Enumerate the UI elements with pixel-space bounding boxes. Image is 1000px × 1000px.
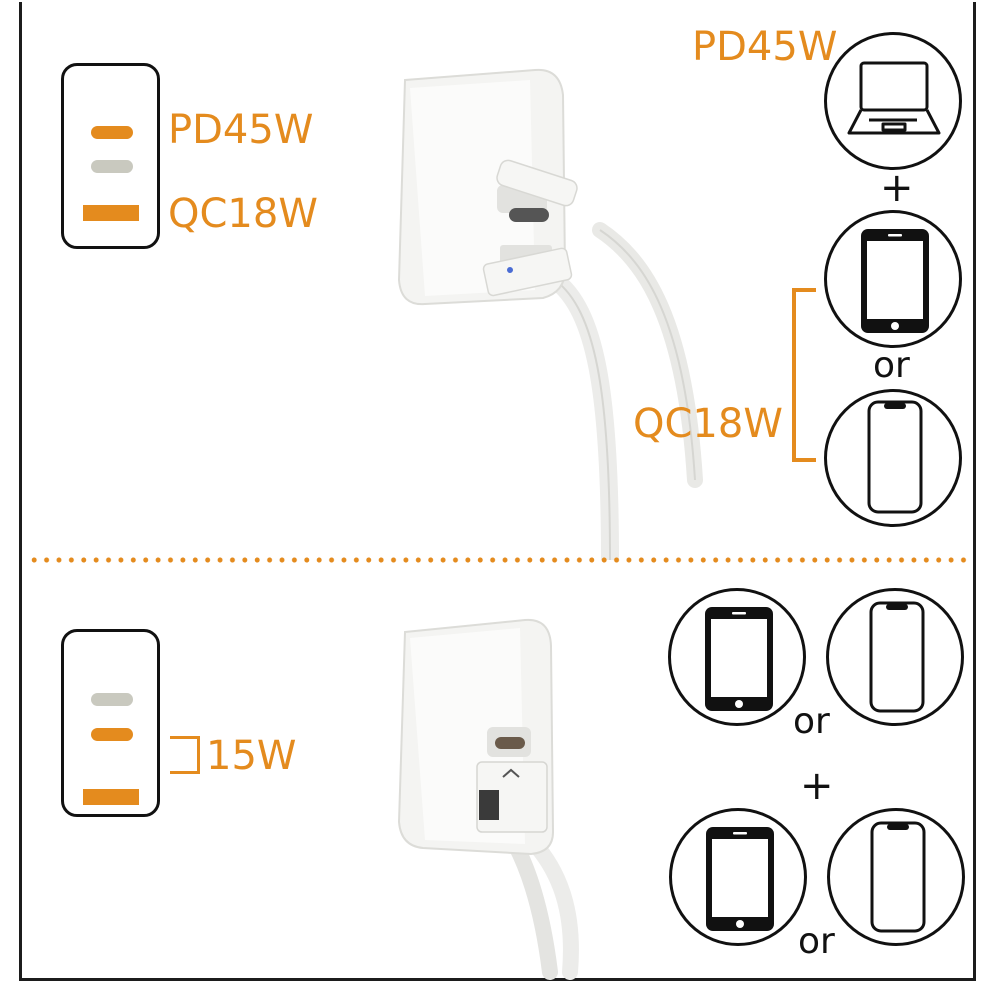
charger-photo-top: [397, 68, 703, 560]
usba-port-active: [83, 205, 139, 221]
shared-bracket: [170, 736, 200, 774]
port-status-panel-top: [61, 63, 160, 249]
tablet-icon: [706, 827, 774, 931]
plus-connector: +: [880, 165, 914, 211]
usbc-port-1-active: [91, 126, 133, 139]
port1-rating-label: PD45W: [168, 107, 314, 153]
smartphone-icon: [869, 601, 925, 713]
tablet-icon: [861, 229, 929, 333]
port3-rating-label: QC18W: [168, 191, 318, 237]
usbc-port-2-active: [91, 728, 133, 741]
laptop-icon: [847, 61, 941, 135]
laptop-circle: [824, 32, 962, 170]
smartphone-circle-1: [826, 588, 964, 726]
tablet-circle: [824, 210, 962, 348]
port-status-panel-bottom: [61, 629, 160, 817]
qc-bracket: [792, 288, 816, 462]
section-divider: [28, 557, 972, 563]
usbc-port-2-inactive: [91, 160, 133, 173]
tablet-icon: [705, 607, 773, 711]
or-connector-bottom-2: or: [796, 921, 837, 962]
plus-connector-bottom: +: [800, 763, 834, 809]
smartphone-icon: [867, 400, 923, 514]
tablet-circle-2: [669, 808, 807, 946]
phone-rating-label: QC18W: [633, 401, 783, 447]
usbc-port-1-inactive: [91, 693, 133, 706]
tablet-circle-1: [668, 588, 806, 726]
shared-rating-label: 15W: [206, 733, 297, 779]
smartphone-circle: [824, 389, 962, 527]
smartphone-circle-2: [827, 808, 965, 946]
smartphone-icon: [870, 821, 926, 933]
charger-photo-bottom: [397, 618, 579, 980]
usba-port-active: [83, 789, 139, 805]
or-connector-bottom-1: or: [791, 701, 832, 742]
laptop-rating-label: PD45W: [692, 24, 838, 70]
outer-frame: [19, 2, 976, 981]
or-connector-top: or: [873, 345, 910, 386]
